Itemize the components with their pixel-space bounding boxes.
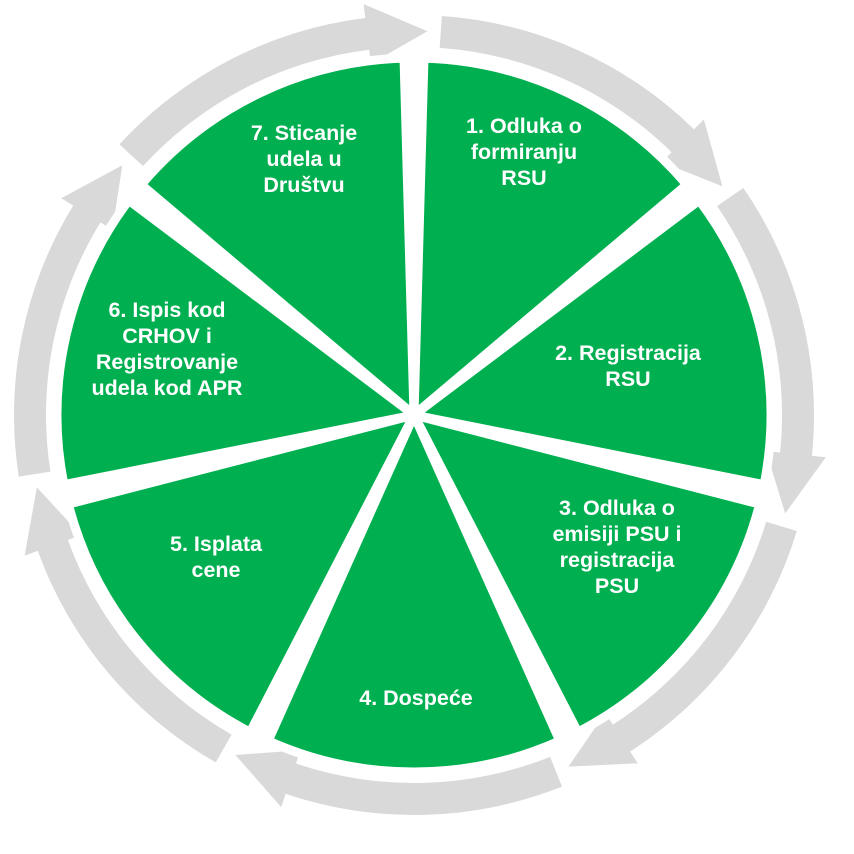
cycle-arrow-4	[235, 750, 562, 816]
cycle-segment-7	[136, 53, 419, 420]
step-6-label-line: Registrovanje	[96, 350, 238, 374]
step-7-label-line: Društvu	[263, 173, 344, 197]
cycle-arrow-3	[568, 521, 797, 767]
step-7-label-line: 7. Sticanje	[251, 121, 357, 145]
step-7-label-line: udela u	[266, 147, 341, 171]
cycle-segments	[52, 53, 776, 777]
step-4-label-line: 4. Dospeće	[359, 686, 473, 710]
step-4-label: 4. Dospeće	[359, 686, 473, 710]
cycle-segment-6	[52, 195, 419, 490]
cycle-segment-2	[409, 195, 776, 490]
step-3-label-line: 3. Odluka o	[559, 496, 675, 520]
step-6-label-line: 6. Ispis kod	[108, 298, 225, 322]
step-1-label-line: formiranju	[471, 140, 577, 164]
step-5-label-line: cene	[191, 558, 240, 582]
step-5-label-line: 5. Isplata	[170, 532, 263, 556]
step-6-label-line: CRHOV i	[122, 324, 212, 348]
cycle-arrow-1	[439, 15, 723, 187]
cycle-arrow-7	[119, 4, 428, 167]
cycle-arrow-2	[717, 188, 826, 514]
step-3-label-line: emisiji PSU i	[552, 522, 681, 546]
cycle-segment-4	[263, 410, 565, 777]
step-2-label-line: RSU	[605, 367, 650, 391]
cycle-arrow-5	[24, 487, 232, 763]
step-3-label-line: registracija	[560, 548, 676, 572]
step-1-label-line: RSU	[501, 166, 546, 190]
step-6-label-line: udela kod APR	[92, 376, 243, 400]
step-3-label-line: PSU	[595, 574, 639, 598]
cycle-segment-5	[63, 410, 419, 737]
cycle-arrow-6	[13, 165, 123, 477]
cycle-segment-1	[409, 53, 692, 420]
step-1-label-line: 1. Odluka o	[466, 114, 582, 138]
cycle-segment-3	[409, 410, 765, 737]
step-2-label-line: 2. Registracija	[555, 341, 702, 365]
cycle-arrows	[13, 4, 826, 816]
